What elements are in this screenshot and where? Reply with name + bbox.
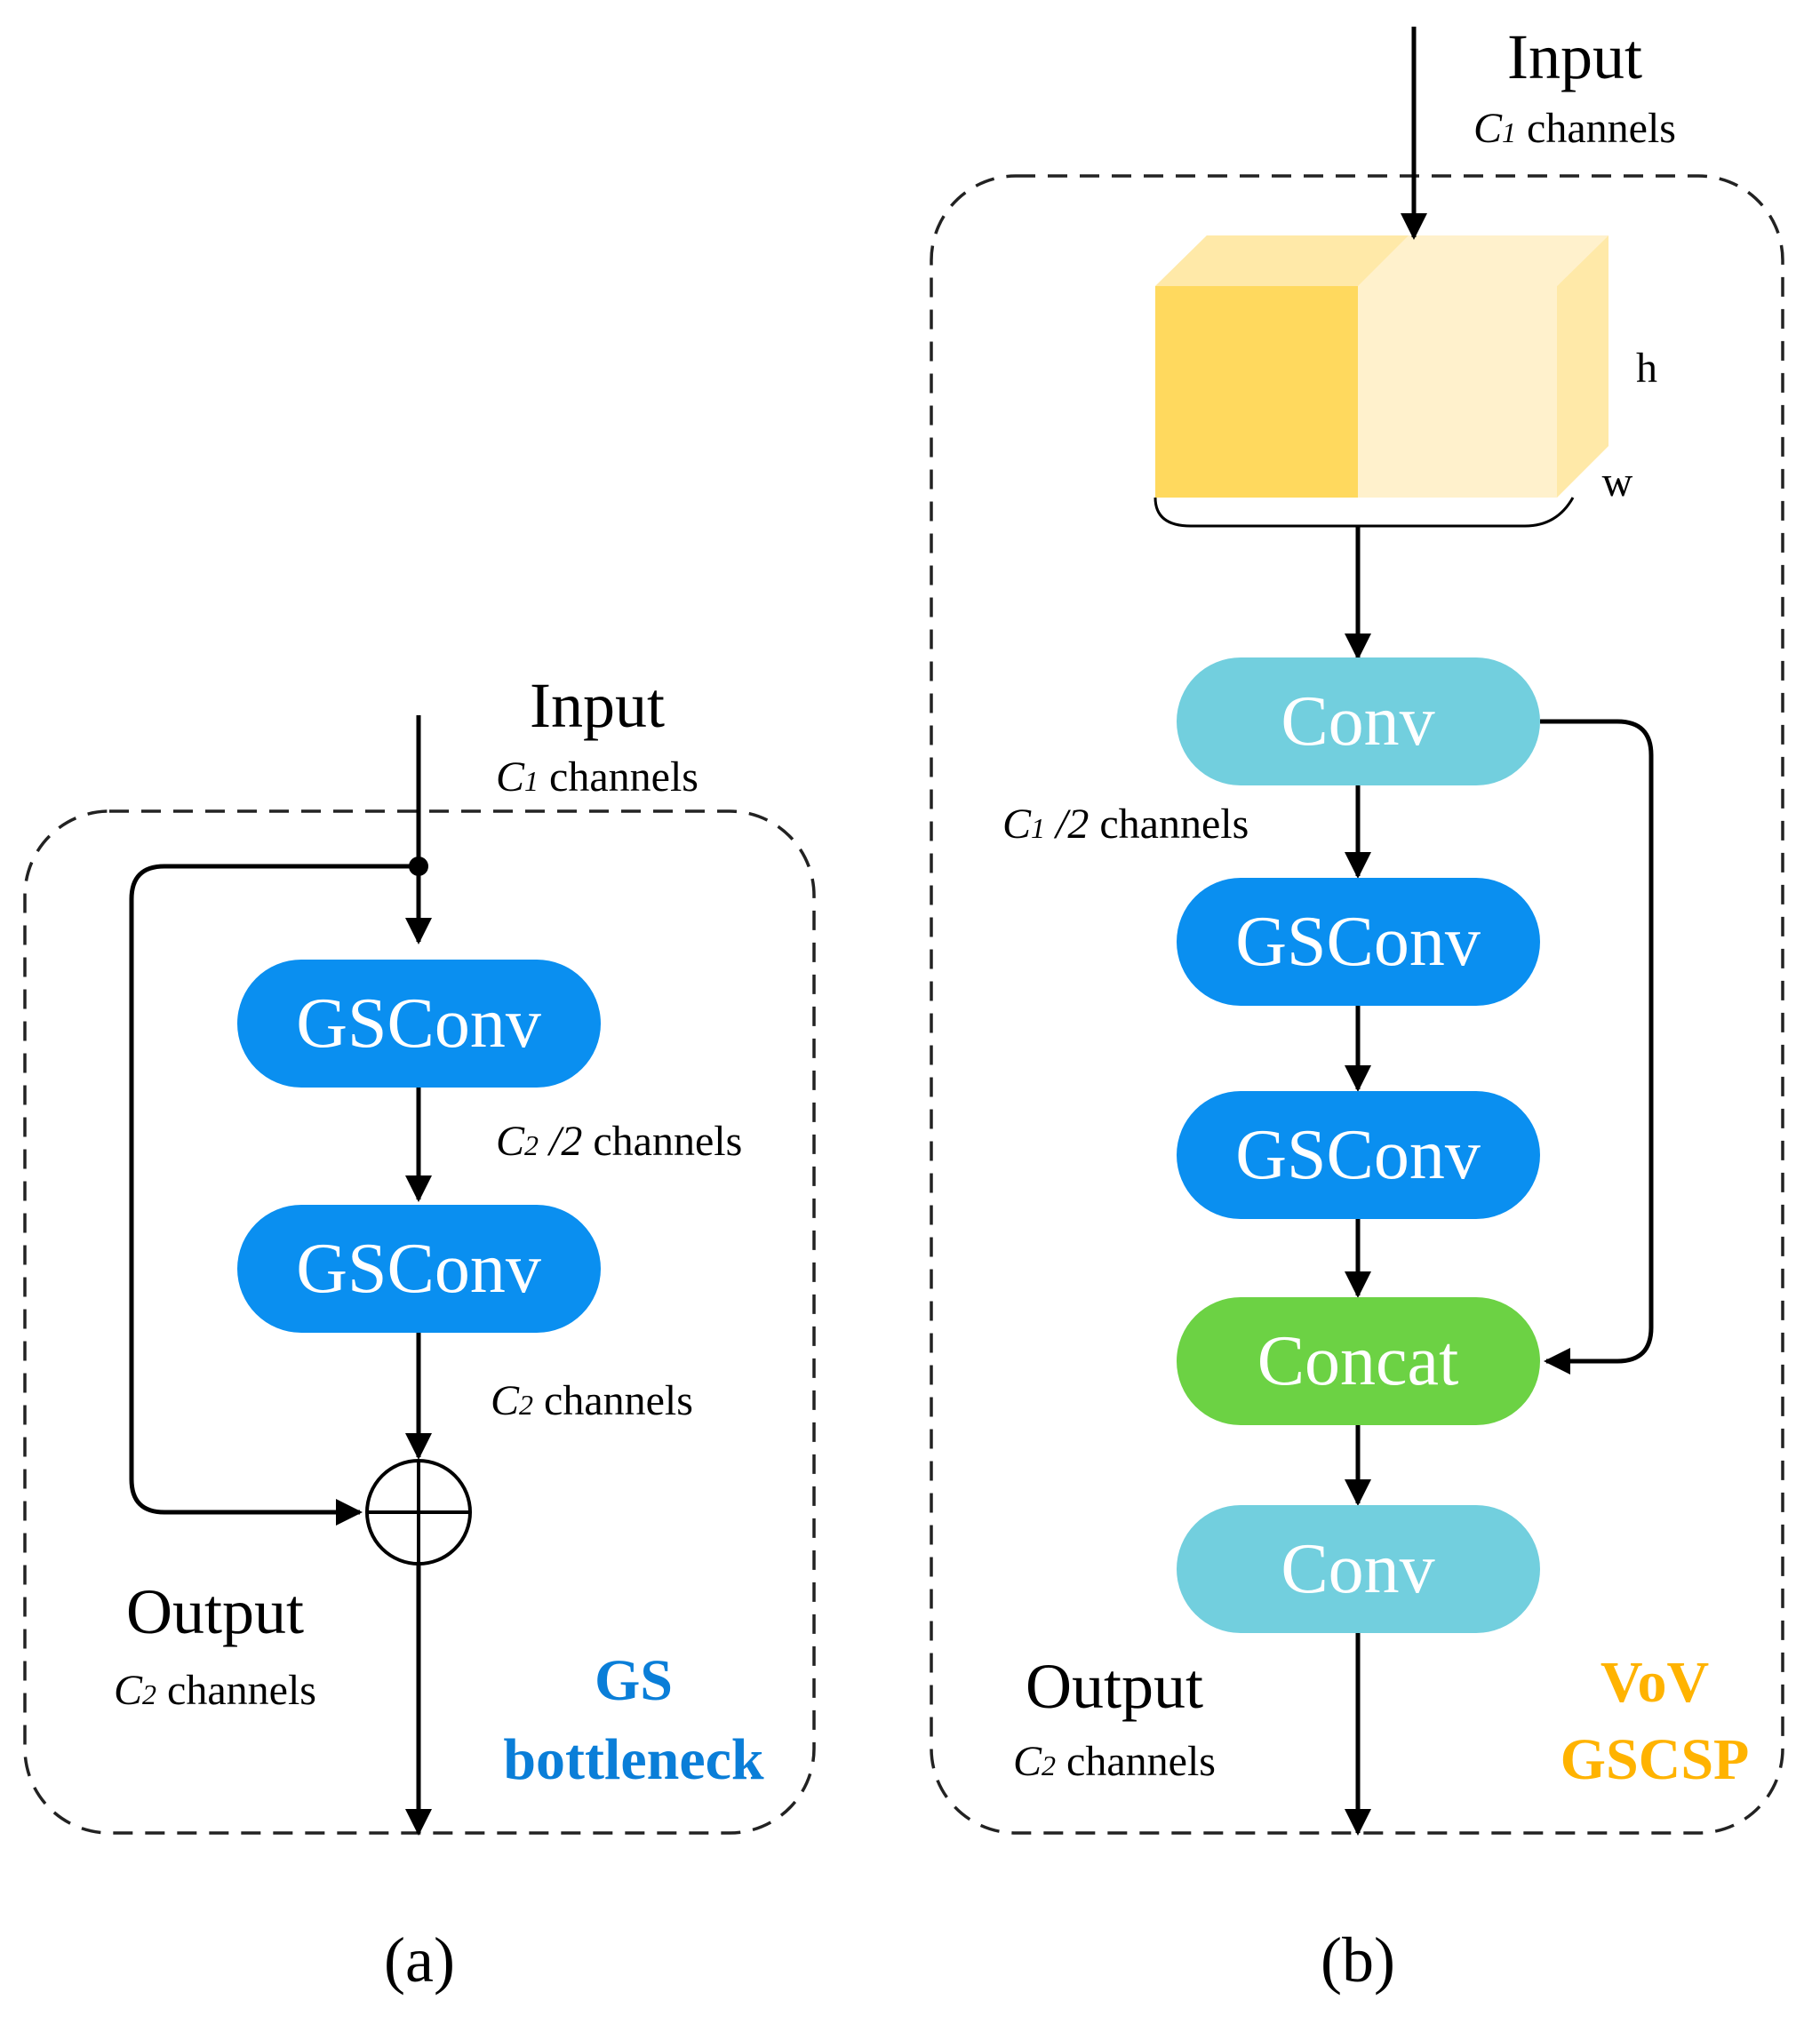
feature-map-cube-icon bbox=[1153, 235, 1608, 528]
panel-a: Input C1 channels GSConv C2 /2 channels … bbox=[23, 670, 816, 1996]
panel-b-conv-1-label: Conv bbox=[1281, 682, 1434, 761]
panel-b-conv-1 bbox=[1177, 657, 1540, 785]
panel-a-gsconv-1 bbox=[237, 960, 601, 1088]
panel-a-mid-channels: C2 /2 channels bbox=[496, 1118, 742, 1165]
panel-a-after-channels: C2 channels bbox=[491, 1377, 693, 1424]
panel-b-input-channels: C1 channels bbox=[1473, 105, 1676, 152]
panel-a-input-channels: C1 channels bbox=[496, 753, 698, 801]
panel-a-input-label: Input bbox=[530, 670, 665, 741]
panel-b-half-channels: C1 /2 channels bbox=[1002, 801, 1249, 848]
panel-b-output-channels: C2 channels bbox=[1013, 1738, 1216, 1785]
panel-a-gsconv-2-label: GSConv bbox=[296, 1230, 541, 1308]
panel-a-gsconv-2 bbox=[237, 1205, 601, 1333]
panel-a-gsconv-1-label: GSConv bbox=[296, 984, 541, 1063]
panel-b-concat bbox=[1177, 1297, 1540, 1425]
panel-b-gsconv-2 bbox=[1177, 1091, 1540, 1219]
panel-b-conv-2 bbox=[1177, 1505, 1540, 1633]
panel-a-output-label: Output bbox=[126, 1576, 304, 1647]
panel-b-gsconv-1 bbox=[1177, 878, 1540, 1006]
panel-b-output-label: Output bbox=[1026, 1651, 1203, 1722]
panel-a-skip-connection bbox=[129, 864, 419, 1526]
panel-b-gsconv-1-label: GSConv bbox=[1235, 903, 1481, 981]
panel-b-dim-h: h bbox=[1636, 345, 1657, 392]
panel-b: Input C1 channels h w Conv C1 /2 channel… bbox=[930, 21, 1784, 1996]
panel-b-input-label: Input bbox=[1507, 21, 1642, 92]
panel-b-caption: (b) bbox=[1321, 1924, 1395, 1996]
panel-b-concat-label: Concat bbox=[1257, 1322, 1459, 1400]
panel-a-output-channels: C2 channels bbox=[114, 1667, 316, 1714]
panel-b-conv-2-label: Conv bbox=[1281, 1530, 1434, 1608]
panel-b-gsconv-2-label: GSConv bbox=[1235, 1116, 1481, 1194]
add-operator-icon bbox=[365, 1459, 472, 1566]
panel-b-shortcut bbox=[1540, 719, 1654, 1375]
panel-b-dim-w: w bbox=[1602, 458, 1633, 506]
panel-a-caption: (a) bbox=[384, 1924, 455, 1996]
